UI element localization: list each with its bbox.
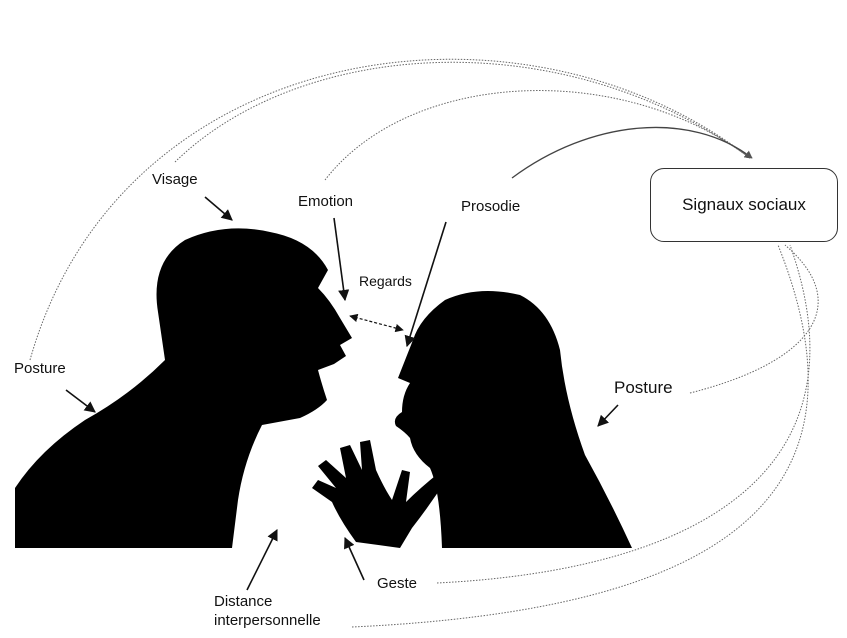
hands-silhouette (312, 440, 446, 548)
label-geste: Geste (377, 575, 418, 592)
label-posture-right: Posture (614, 378, 673, 397)
woman-silhouette (394, 291, 632, 548)
curve-visage (174, 61, 751, 163)
feedback-curves (29, 58, 819, 628)
curve-geste (436, 244, 811, 584)
label-posture-left: Posture (14, 360, 66, 377)
arrow-posture-left (65, 389, 96, 413)
signaux-sociaux-box: Signaux sociaux (650, 168, 838, 242)
pointer-arrows (65, 196, 619, 591)
curve-posture-left (29, 58, 751, 361)
label-emotion: Emotion (298, 193, 354, 210)
curve-prosodie (511, 126, 753, 179)
arrow-regards (349, 313, 404, 333)
label-prosodie: Prosodie (461, 198, 521, 215)
label-distance-line1: Distance (214, 593, 273, 610)
label-distance-line2: interpersonnelle (214, 612, 321, 629)
curve-emotion (324, 90, 751, 181)
arrow-prosodie (404, 221, 447, 348)
curve-posture-right (689, 244, 819, 394)
label-regards: Regards (359, 273, 412, 289)
arrow-emotion (333, 217, 350, 302)
arrow-visage (204, 196, 233, 221)
label-visage: Visage (152, 171, 198, 188)
signaux-sociaux-label: Signaux sociaux (682, 195, 806, 214)
man-silhouette (15, 228, 352, 548)
curve-distance (351, 244, 809, 628)
arrow-distance (246, 528, 278, 591)
arrow-posture-right (597, 404, 619, 427)
arrow-geste (344, 536, 365, 581)
